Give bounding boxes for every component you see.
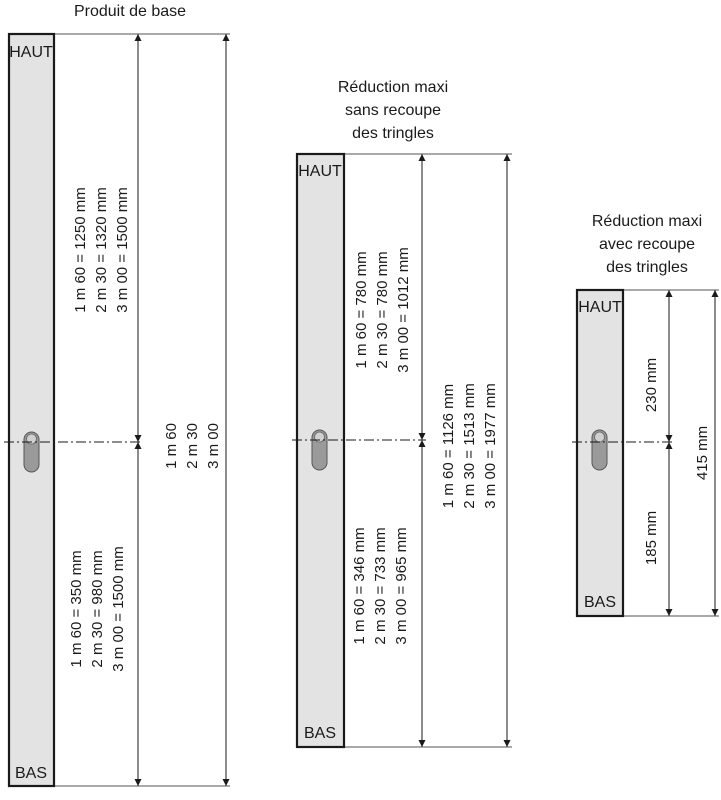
panel-1-total-dims: 1 m 60 2 m 30 3 m 00 [163,423,222,469]
panel-1-upper-dim-3: 3 m 00 = 1500 mm [114,187,131,312]
panel-2-title-line-1: Réduction maxi [338,79,448,96]
panel-2-lower-dim-1: 1 m 60 = 346 mm [351,527,368,644]
panel-2-lower-dim-3: 3 m 00 = 965 mm [393,527,410,644]
panel-base-product: Produit de base HAUT BAS 1 m 60 = 1250 m… [4,3,230,788]
panel-2-lock-cylinder-icon [311,429,328,471]
panel-2-total-dim-2: 2 m 30 = 1513 mm [461,383,478,508]
panel-3-bottom-label: BAS [584,594,616,611]
panel-2-total-dim-1: 1 m 60 = 1126 mm [440,384,457,508]
panel-3-lock-cylinder-icon [591,429,608,471]
panel-2-title-line-3: des tringles [352,125,434,142]
panel-2-total-dims: 1 m 60 = 1126 mm 2 m 30 = 1513 mm 3 m 00… [440,383,499,508]
panel-3-top-label: HAUT [578,299,622,316]
panel-1-bottom-label: BAS [15,765,47,782]
panel-1-top-label: HAUT [9,44,53,61]
panel-2-upper-dim-1: 1 m 60 = 780 mm [353,251,370,368]
panel-1-lower-dim-1: 1 m 60 = 350 mm [68,550,85,667]
panel-1-lock-bar [7,32,56,788]
panel-2-total-dim-3: 3 m 00 = 1977 mm [482,383,499,508]
panel-3-title-line-1: Réduction maxi [592,213,702,230]
panel-1-total-dim-2: 2 m 30 [184,423,201,469]
panel-max-reduction-with-cut: Réduction maxi avec recoupe des tringles… [572,213,719,618]
panel-1-upper-dim-1: 1 m 60 = 1250 mm [72,187,89,312]
panel-max-reduction-without-cut: Réduction maxi sans recoupe des tringles… [292,79,512,749]
panel-2-upper-dims: 1 m 60 = 780 mm 2 m 30 = 780 mm 3 m 00 =… [353,247,412,372]
panel-2-top-label: HAUT [298,163,342,180]
panel-2-upper-dim-2: 2 m 30 = 780 mm [374,251,391,368]
panel-1-lower-dim-3: 3 m 00 = 1500 mm [110,546,127,671]
panel-2-title-line-2: sans recoupe [345,102,441,119]
panel-2-lower-dims: 1 m 60 = 346 mm 2 m 30 = 733 mm 3 m 00 =… [351,527,410,644]
panel-3-title-line-2: avec recoupe [599,236,695,253]
panel-1-upper-dims: 1 m 60 = 1250 mm 2 m 30 = 1320 mm 3 m 00… [72,187,131,312]
panel-1-lower-dim-2: 2 m 30 = 980 mm [89,550,106,667]
panel-1-total-dim-1: 1 m 60 [163,423,180,469]
panel-1-upper-dim-2: 2 m 30 = 1320 mm [93,187,110,312]
panel-2-upper-dim-3: 3 m 00 = 1012 mm [395,247,412,372]
panel-3-title-line-3: des tringles [606,259,688,276]
panel-1-lock-cylinder-icon [23,431,40,473]
panel-2-lower-dim-2: 2 m 30 = 733 mm [372,527,389,644]
panel-3-total-dim-1: 415 mm [694,426,711,480]
panel-2-bottom-label: BAS [304,725,336,742]
panel-3-upper-dim-1: 230 mm [643,358,660,412]
panel-1-total-dim-3: 3 m 00 [205,423,222,469]
panel-1-lower-dims: 1 m 60 = 350 mm 2 m 30 = 980 mm 3 m 00 =… [68,546,127,671]
panel-3-lower-dim-1: 185 mm [643,511,660,565]
panel-1-title-line-1: Produit de base [74,3,186,20]
